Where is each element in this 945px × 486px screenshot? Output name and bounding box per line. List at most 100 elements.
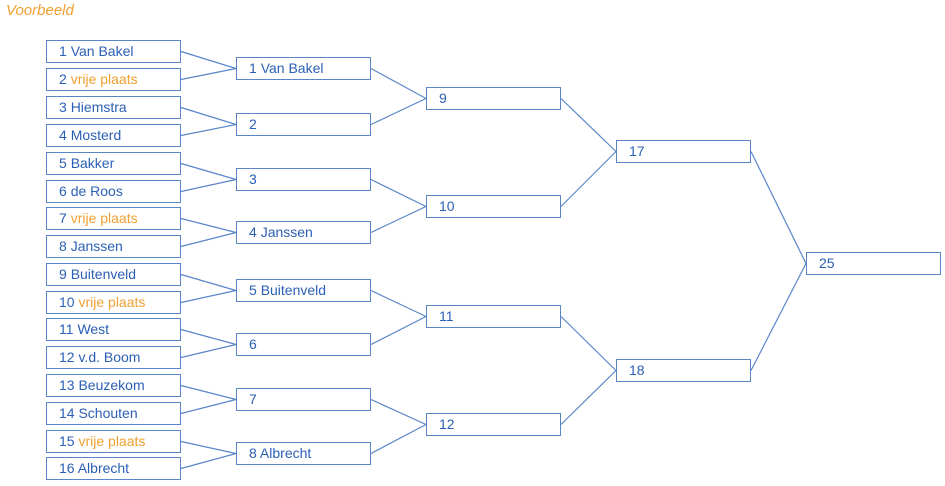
round2-slot: 5 Buitenveld <box>236 279 371 302</box>
round3-slot: 12 <box>426 413 561 436</box>
free-slot-label: vrije plaats <box>70 210 138 226</box>
slot-number: 16 <box>59 460 75 476</box>
player-name: Buitenveld <box>260 282 327 298</box>
connector-line <box>370 67 427 100</box>
slot-number: 12 <box>439 416 455 432</box>
round1-slot: 2 vrije plaats <box>46 68 181 91</box>
slot-number: 11 <box>59 321 74 337</box>
slot-number: 6 <box>59 183 67 199</box>
slot-number: 3 <box>249 171 257 187</box>
slot-number: 3 <box>59 99 67 115</box>
slot-number: 13 <box>59 377 75 393</box>
connector-line <box>180 440 237 455</box>
player-name: Schouten <box>78 405 138 421</box>
connector-line <box>180 123 237 137</box>
slot-number: 18 <box>629 362 645 378</box>
connector-line <box>370 423 427 455</box>
connector-line <box>180 328 237 346</box>
round2-slot: 4 Janssen <box>236 221 371 244</box>
slot-number: 25 <box>819 255 835 271</box>
connector-line <box>180 384 237 401</box>
round1-slot: 4 Mosterd <box>46 124 181 147</box>
example-title: Voorbeeld <box>6 2 74 19</box>
player-name: de Roos <box>70 183 123 199</box>
round1-slot: 13 Beuzekom <box>46 374 181 397</box>
connector-line <box>750 263 807 371</box>
player-name: Albrecht <box>259 445 312 461</box>
connector-line <box>370 178 427 208</box>
connector-line <box>180 67 237 81</box>
connector-line <box>560 316 617 371</box>
player-name: West <box>77 321 110 337</box>
slot-number: 5 <box>59 155 67 171</box>
connector-line <box>180 452 237 470</box>
connector-line <box>180 289 237 304</box>
slot-number: 2 <box>59 71 67 87</box>
connector-line <box>180 231 237 248</box>
round1-slot: 8 Janssen <box>46 235 181 258</box>
free-slot-label: vrije plaats <box>70 71 138 87</box>
round4-slot: 18 <box>616 359 751 382</box>
round1-slot: 12 v.d. Boom <box>46 346 181 369</box>
connector-line <box>180 106 237 126</box>
player-name: Hiemstra <box>70 99 127 115</box>
connector-line <box>180 162 237 181</box>
slot-number: 9 <box>59 266 67 282</box>
connector-line <box>560 98 617 152</box>
slot-number: 9 <box>439 90 447 106</box>
slot-number: 15 <box>59 433 75 449</box>
slot-number: 4 <box>249 224 257 240</box>
round2-slot: 8 Albrecht <box>236 442 371 465</box>
round1-slot: 1 Van Bakel <box>46 40 181 63</box>
connector-line <box>560 151 617 207</box>
slot-number: 7 <box>249 391 257 407</box>
free-slot-label: vrije plaats <box>78 294 146 310</box>
round1-slot: 11 West <box>46 318 181 341</box>
round4-slot: 17 <box>616 140 751 163</box>
slot-number: 7 <box>59 210 67 226</box>
round2-slot: 3 <box>236 168 371 191</box>
connector-line <box>180 398 237 415</box>
round2-slot: 2 <box>236 113 371 136</box>
player-name: Mosterd <box>70 127 122 143</box>
slot-number: 10 <box>59 294 75 310</box>
slot-number: 10 <box>439 198 455 214</box>
player-name: Bakker <box>70 155 115 171</box>
slot-number: 8 <box>249 445 257 461</box>
connector-line <box>180 343 237 359</box>
connector-line <box>370 289 427 318</box>
slot-number: 2 <box>249 116 257 132</box>
connector-line <box>370 97 427 126</box>
slot-number: 1 <box>59 43 67 59</box>
connector-line <box>370 398 427 426</box>
round1-slot: 16 Albrecht <box>46 457 181 480</box>
player-name: v.d. Boom <box>78 349 141 365</box>
connector-line <box>370 205 427 234</box>
player-name: Albrecht <box>77 460 130 476</box>
round1-slot: 6 de Roos <box>46 180 181 203</box>
connector-line <box>180 273 237 292</box>
connector-line <box>560 370 617 425</box>
round2-slot: 6 <box>236 333 371 356</box>
round2-slot: 1 Van Bakel <box>236 57 371 80</box>
round3-slot: 10 <box>426 195 561 218</box>
final-slot: 25 <box>806 252 941 275</box>
player-name: Buitenveld <box>70 266 137 282</box>
connector-line <box>370 315 427 346</box>
round1-slot: 9 Buitenveld <box>46 263 181 286</box>
slot-number: 8 <box>59 238 67 254</box>
round1-slot: 14 Schouten <box>46 402 181 425</box>
round1-slot: 10 vrije plaats <box>46 291 181 314</box>
connector-line <box>180 217 237 234</box>
player-name: Van Bakel <box>70 43 134 59</box>
round1-slot: 5 Bakker <box>46 152 181 175</box>
round1-slot: 7 vrije plaats <box>46 207 181 230</box>
player-name: Janssen <box>260 224 313 240</box>
player-name: Janssen <box>70 238 123 254</box>
slot-number: 6 <box>249 336 257 352</box>
round3-slot: 9 <box>426 87 561 110</box>
round1-slot: 15 vrije plaats <box>46 430 181 453</box>
player-name: Van Bakel <box>260 60 324 76</box>
round2-slot: 7 <box>236 388 371 411</box>
